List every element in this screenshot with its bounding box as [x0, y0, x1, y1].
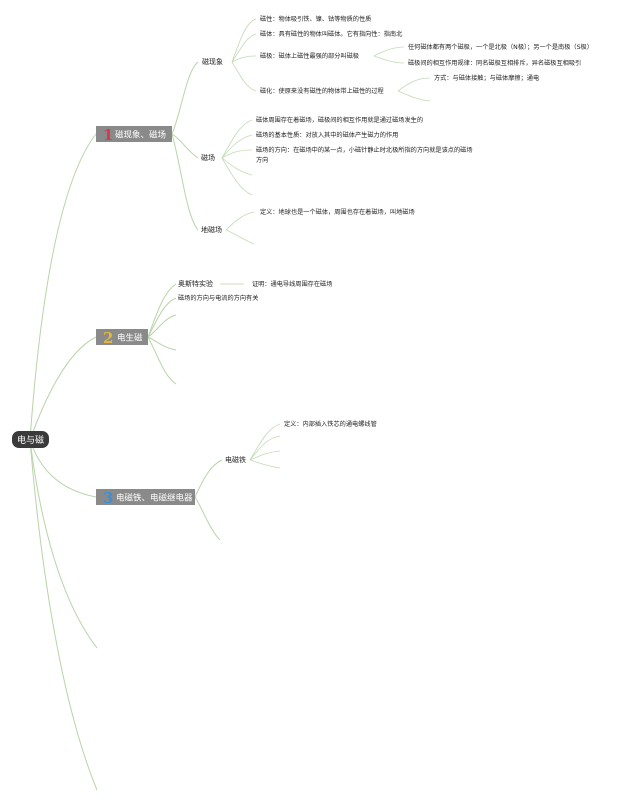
chapter-number-1: 1 — [103, 126, 113, 144]
leaf-field-current: 磁场的方向与电流的方向有关 — [178, 294, 258, 302]
leaf-poles-sub2: 磁极间的相互作用规律：同名磁极互相排斥，异名磁极互相吸引 — [408, 59, 581, 67]
leaf-magnetization: 磁化：使原来没有磁性的物体带上磁性的过程 — [260, 87, 384, 95]
chapter-node-1[interactable]: 1 磁现象、磁场 — [96, 126, 172, 144]
root-node[interactable]: 电与磁 — [12, 431, 49, 448]
chapter-number-2: 2 — [103, 329, 113, 347]
chapter-number-3: 3 — [103, 489, 113, 507]
leaf-earth-def: 定义：地球也是一个磁体，周围也存在着磁场，叫地磁场 — [260, 208, 415, 216]
root-connectors — [29, 133, 98, 791]
chapter-label-1: 磁现象、磁场 — [115, 130, 166, 141]
leaf-field-3-line1: 磁场的方向：在磁场中的某一点，小磁针静止时北极所指的方向就是该点的磁场 — [256, 146, 473, 154]
chapter2-connectors — [147, 283, 244, 385]
leaf-poles: 磁极：磁体上磁性最强的部分叫磁极 — [260, 52, 359, 60]
topic-magnetic-field[interactable]: 磁场 — [201, 153, 215, 162]
chapter1-connectors — [171, 18, 431, 245]
leaf-magnetization-sub: 方式：与磁体接触；与磁体摩擦；通电 — [434, 74, 539, 82]
chapter-label-3: 电磁铁、电磁继电器 — [116, 493, 193, 504]
leaf-field-1: 磁体周围存在着磁场，磁极间的相互作用就是通过磁场发生的 — [256, 116, 423, 124]
leaf-field-2: 磁场的基本性质：对放入其中的磁体产生磁力的作用 — [256, 131, 398, 139]
topic-electromagnet[interactable]: 电磁铁 — [225, 455, 246, 464]
leaf-field-3-line2: 方向 — [256, 156, 268, 164]
leaf-oersted-proof: 证明：通电导线周围存在磁场 — [252, 280, 332, 288]
chapter3-connectors — [194, 423, 281, 541]
root-label: 电与磁 — [17, 434, 44, 446]
chapter-node-2[interactable]: 2 电生磁 — [96, 329, 148, 347]
leaf-poles-sub1: 任何磁体都有两个磁极，一个是北极（N极）；另一个是南极（S极） — [408, 43, 593, 51]
topic-magnetic-phenomena[interactable]: 磁现象 — [202, 57, 223, 66]
topic-earth-field[interactable]: 地磁场 — [201, 225, 222, 234]
leaf-electromagnet-def: 定义：内部插入铁芯的通电螺线管 — [284, 420, 377, 428]
leaf-magnetism: 磁性：物体吸引铁、镍、钴等物质的性质 — [260, 15, 371, 23]
chapter-label-2: 电生磁 — [117, 333, 143, 344]
topic-oersted[interactable]: 奥斯特实验 — [178, 279, 213, 288]
chapter-node-3[interactable]: 3 电磁铁、电磁继电器 — [96, 489, 195, 507]
leaf-magnet: 磁体：具有磁性的物体叫磁体。它有指向性：指南北 — [260, 30, 403, 38]
